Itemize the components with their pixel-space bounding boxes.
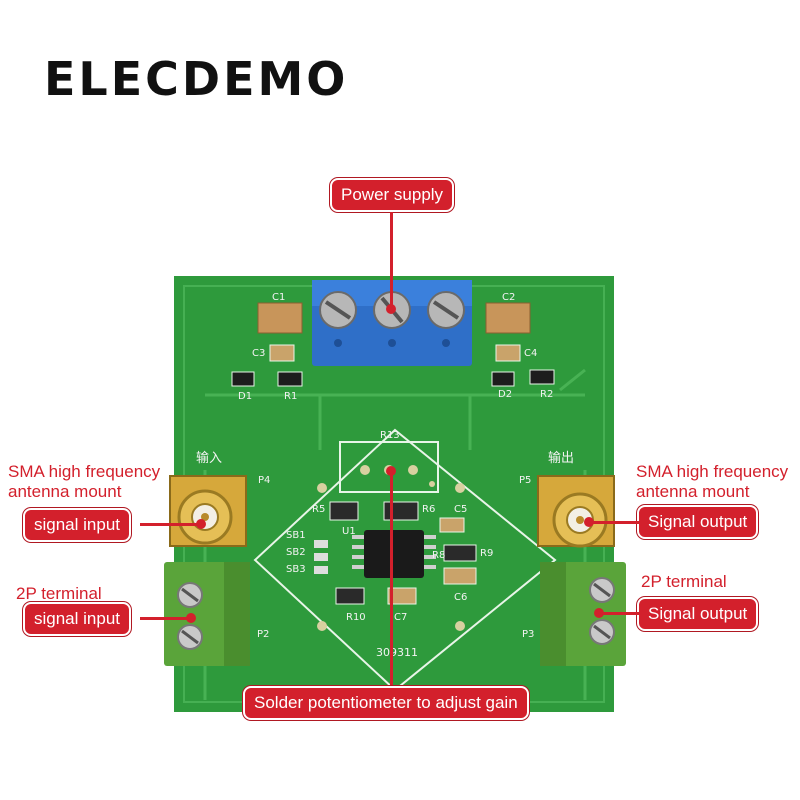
silk-c7: C7	[394, 612, 407, 623]
sma-input-connector	[169, 475, 247, 547]
terminal-signal-output-label: Signal output	[637, 597, 759, 631]
op-amp-chip	[364, 530, 424, 578]
power-supply-label: Power supply	[330, 178, 455, 212]
silk-c1: C1	[272, 292, 285, 303]
silk-r6: R6	[422, 504, 435, 515]
terminal-output-block	[540, 562, 626, 666]
potentiometer-gain-label: Solder potentiometer to adjust gain	[243, 686, 529, 720]
silk-c2: C2	[502, 292, 515, 303]
terminal-signal-input-label: signal input	[23, 602, 132, 636]
terminal-output-note: 2P terminal	[641, 572, 727, 591]
terminal-input-block	[164, 562, 250, 666]
silk-sb1: SB1	[286, 530, 306, 541]
silk-r10: R10	[346, 612, 366, 623]
potentiometer-footprint	[339, 441, 439, 493]
silk-d1: D1	[238, 391, 252, 402]
silk-r1: R1	[284, 391, 297, 402]
sma-output-note: SMA high frequency antenna mount	[636, 462, 789, 501]
silk-r5: R5	[312, 504, 325, 515]
silk-p4: P4	[258, 475, 270, 486]
silk-p3: P3	[522, 629, 534, 640]
silk-c5: C5	[454, 504, 467, 515]
silk-p5: P5	[519, 475, 531, 486]
silk-u1: U1	[342, 526, 356, 537]
silk-c4: C4	[524, 348, 537, 359]
silk-board-code: 309311	[376, 646, 418, 659]
vias	[317, 481, 465, 631]
silk-sb2: SB2	[286, 547, 306, 558]
silk-r13: R13	[380, 430, 400, 441]
power-terminal-block	[312, 280, 472, 366]
brand-logo: ELECDEMO	[44, 52, 349, 106]
sma-input-note: SMA high frequency antenna mount	[8, 462, 161, 501]
silk-d2: D2	[498, 389, 512, 400]
silk-r8: R8	[432, 550, 445, 561]
sma-output-connector	[537, 475, 615, 548]
silk-p2: P2	[257, 629, 269, 640]
silk-output-cn: 输出	[548, 450, 574, 466]
silk-sb3: SB3	[286, 564, 306, 575]
silk-r2: R2	[540, 389, 553, 400]
terminal-input-note: 2P terminal	[16, 584, 102, 603]
sma-signal-output-label: Signal output	[637, 505, 759, 539]
silk-c3: C3	[252, 348, 265, 359]
sma-signal-input-label: signal input	[23, 508, 132, 542]
silk-c6: C6	[454, 592, 467, 603]
silk-input-cn: 输入	[196, 450, 222, 466]
silk-r9: R9	[480, 548, 493, 559]
